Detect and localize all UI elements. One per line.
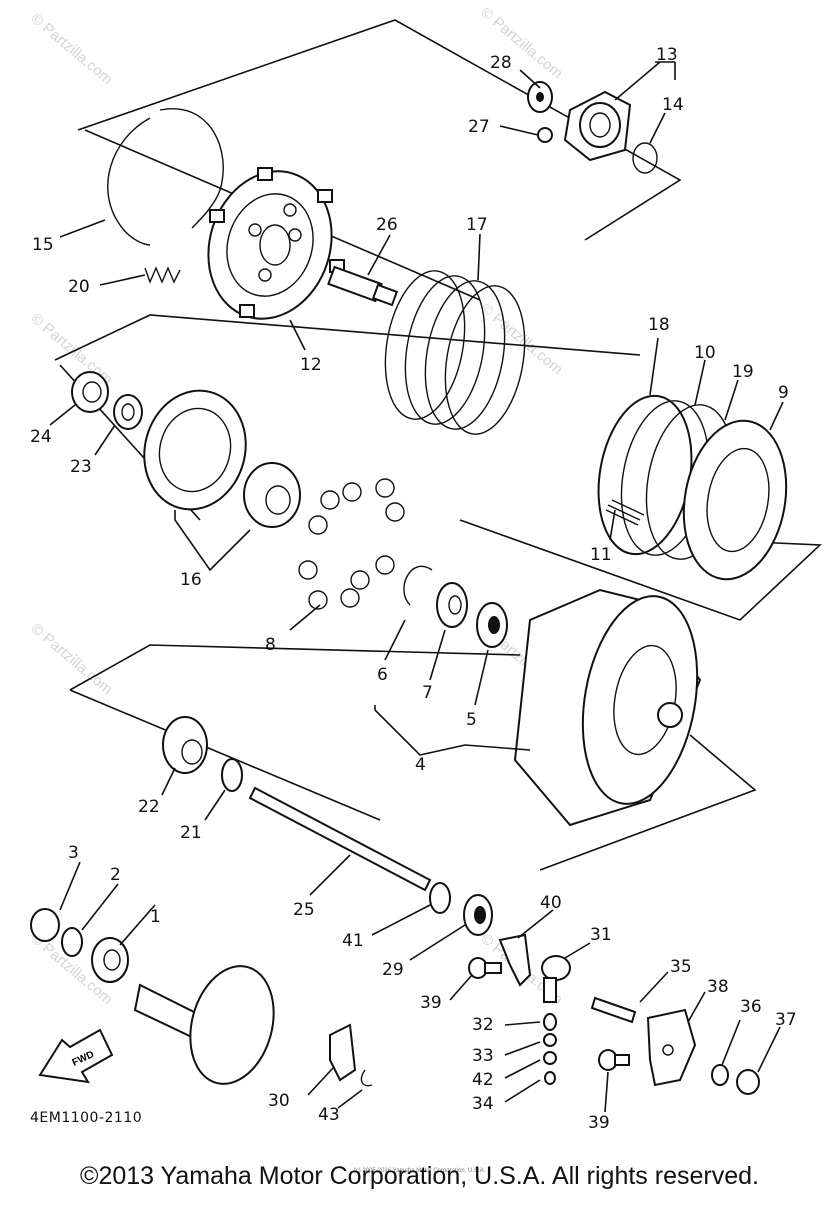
callout-7: 7 bbox=[422, 683, 433, 703]
nut-3-icon bbox=[30, 908, 60, 942]
callout-2: 2 bbox=[110, 865, 121, 885]
callout-42: 42 bbox=[472, 1070, 494, 1090]
clutch-housing-4-icon bbox=[513, 588, 702, 827]
middle-panel-outline bbox=[54, 314, 641, 361]
callout-18: 18 bbox=[648, 315, 670, 335]
washer-36-icon bbox=[711, 1064, 729, 1086]
lower-panel-outline bbox=[539, 734, 757, 871]
callout-10: 10 bbox=[694, 343, 716, 363]
callout-4: 4 bbox=[415, 755, 426, 775]
callout-40: 40 bbox=[540, 893, 562, 913]
callout-23: 23 bbox=[70, 457, 92, 477]
friction-plates-17-icon bbox=[384, 270, 526, 435]
callout-27: 27 bbox=[468, 117, 490, 137]
gear-22-icon bbox=[162, 716, 208, 774]
callout-41: 41 bbox=[342, 931, 364, 951]
callout-15: 15 bbox=[32, 235, 54, 255]
callout-11: 11 bbox=[590, 545, 612, 565]
callout-21: 21 bbox=[180, 823, 202, 843]
circlip-6-icon bbox=[403, 565, 433, 606]
callout-14: 14 bbox=[662, 95, 684, 115]
diagram-code: 4EM1100-2110 bbox=[30, 1110, 143, 1126]
callout-34: 34 bbox=[472, 1094, 494, 1114]
watermark: © Partzilla.com bbox=[477, 300, 565, 378]
lock-washer-23-icon bbox=[113, 394, 143, 430]
callout-13: 13 bbox=[656, 45, 678, 65]
nut-37-icon bbox=[736, 1069, 760, 1095]
bracket-38-icon bbox=[646, 1008, 697, 1087]
circlip-43-icon bbox=[360, 1069, 373, 1087]
callout-labels: 1 2 3 4 5 6 7 8 9 10 11 12 13 14 15 16 1… bbox=[30, 45, 797, 1133]
callout-43: 43 bbox=[318, 1105, 340, 1125]
callout-19: 19 bbox=[732, 362, 754, 382]
shaft-25-icon bbox=[248, 786, 432, 892]
parts bbox=[30, 81, 788, 1095]
callout-1: 1 bbox=[150, 907, 161, 927]
callout-26: 26 bbox=[376, 215, 398, 235]
callout-8: 8 bbox=[265, 635, 276, 655]
callout-39a: 39 bbox=[420, 993, 442, 1013]
thrust-washer-7-icon bbox=[436, 582, 468, 628]
callout-29: 29 bbox=[382, 960, 404, 980]
clutch-plate-stack-icon bbox=[597, 394, 788, 581]
washer-21-icon bbox=[221, 758, 243, 792]
screw-27-icon bbox=[537, 127, 553, 143]
lever-30-icon bbox=[329, 1023, 357, 1082]
leader-lines bbox=[49, 61, 784, 1113]
lower-panel-outline bbox=[69, 689, 381, 821]
adjuster-31-icon bbox=[541, 955, 571, 1003]
bearing-5-icon bbox=[476, 602, 508, 648]
copyright-notice: ©2013 Yamaha Motor Corporation, U.S.A. A… bbox=[80, 1162, 759, 1190]
screw-39a-icon bbox=[468, 957, 502, 979]
callout-17: 17 bbox=[466, 215, 488, 235]
callout-20: 20 bbox=[68, 277, 90, 297]
washer-2-icon bbox=[61, 927, 83, 957]
callout-37: 37 bbox=[775, 1010, 797, 1030]
tiny-credit: (c) 2005-2016 Yamaha Motor Corporation, … bbox=[353, 1168, 486, 1174]
callout-6: 6 bbox=[377, 665, 388, 685]
spring-20-icon bbox=[144, 266, 181, 284]
washer-41-icon bbox=[429, 882, 451, 914]
callout-30: 30 bbox=[268, 1091, 290, 1111]
bolt-11-icon bbox=[605, 499, 645, 526]
screw-39b-icon bbox=[598, 1049, 630, 1071]
lower-panel-outline bbox=[69, 644, 521, 691]
circlip-15-icon bbox=[107, 108, 224, 246]
small-parts-stack-icon bbox=[543, 1013, 557, 1085]
callout-28: 28 bbox=[490, 53, 512, 73]
callout-33: 33 bbox=[472, 1046, 494, 1066]
callout-3: 3 bbox=[68, 843, 79, 863]
callout-25: 25 bbox=[293, 900, 315, 920]
balls-8-icon bbox=[298, 478, 405, 610]
callout-24: 24 bbox=[30, 427, 52, 447]
drive-shaft-icon bbox=[133, 965, 275, 1085]
gear-1-icon bbox=[91, 937, 129, 983]
bearing-plate-13-icon bbox=[563, 90, 632, 162]
watermark: © Partzilla.com bbox=[27, 620, 115, 698]
callout-39b: 39 bbox=[588, 1113, 610, 1133]
callout-5: 5 bbox=[466, 710, 477, 730]
circlip-14-icon bbox=[632, 142, 658, 174]
clutch-boss-16-icon bbox=[143, 389, 301, 528]
watermark: © Partzilla.com bbox=[27, 10, 115, 88]
callout-38: 38 bbox=[707, 977, 729, 997]
bearing-29-icon bbox=[463, 894, 493, 936]
fwd-arrow-icon: FWD bbox=[38, 1028, 114, 1084]
callout-35: 35 bbox=[670, 957, 692, 977]
push-rod-26-icon bbox=[327, 265, 399, 307]
callout-36: 36 bbox=[740, 997, 762, 1017]
washer-28-icon bbox=[527, 81, 553, 113]
callout-12: 12 bbox=[300, 355, 322, 375]
callout-16: 16 bbox=[180, 570, 202, 590]
pressure-plate-12-icon bbox=[207, 167, 345, 320]
bolt-35-icon bbox=[590, 996, 637, 1024]
nut-24-icon bbox=[71, 371, 109, 413]
callout-22: 22 bbox=[138, 797, 160, 817]
callout-31: 31 bbox=[590, 925, 612, 945]
callout-9: 9 bbox=[778, 383, 789, 403]
callout-32: 32 bbox=[472, 1015, 494, 1035]
